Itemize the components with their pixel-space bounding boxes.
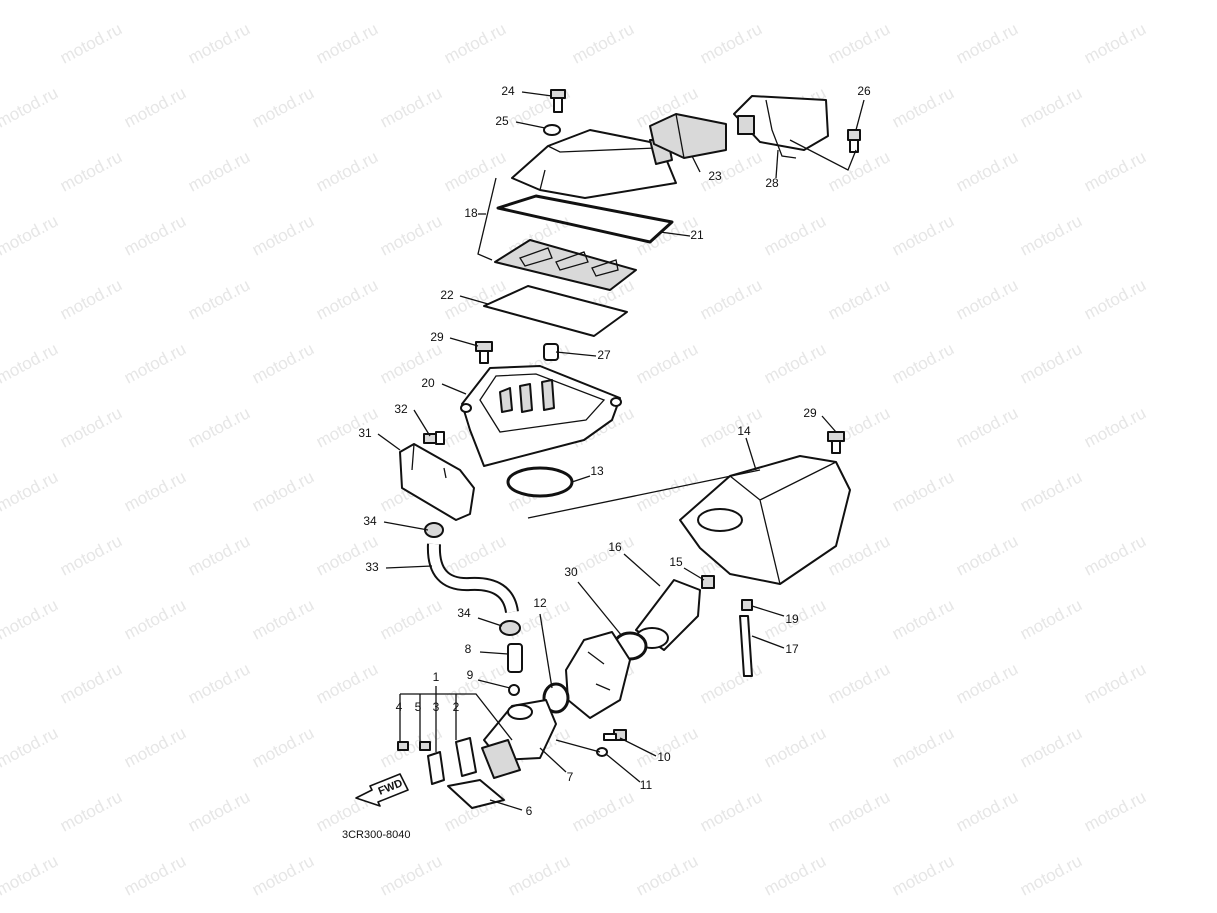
callout-c4: 4 <box>396 700 403 714</box>
part-23-intake-duct <box>649 113 727 159</box>
callout-c31: 31 <box>358 426 372 440</box>
part-4-screw <box>397 741 409 751</box>
part-29-bolt-right <box>827 431 845 454</box>
part-26-bolt <box>847 129 861 153</box>
drawing-code: 3CR300-8040 <box>342 829 411 841</box>
part-32-bolt <box>423 431 445 445</box>
part-27-grommet <box>543 343 559 361</box>
part-11-washer <box>596 747 608 757</box>
part-13-joint-ring <box>506 466 574 498</box>
callout-c29b: 29 <box>803 406 817 420</box>
part-33-hose-inner <box>428 543 517 614</box>
callout-c3: 3 <box>433 700 440 714</box>
callout-c34a: 34 <box>363 514 377 528</box>
callout-c5: 5 <box>415 700 422 714</box>
callout-c14: 14 <box>737 424 751 438</box>
part-22-element <box>483 285 628 337</box>
callout-c13: 13 <box>590 464 604 478</box>
part-9-clip <box>508 684 520 696</box>
callout-c29a: 29 <box>430 330 444 344</box>
callout-c27: 27 <box>597 348 611 362</box>
callout-c34b: 34 <box>457 606 471 620</box>
callout-c10: 10 <box>657 750 671 764</box>
callout-c26: 26 <box>857 84 871 98</box>
callout-c22: 22 <box>440 288 454 302</box>
callout-c17: 17 <box>785 642 799 656</box>
callout-c15: 15 <box>669 555 683 569</box>
leader-lines <box>377 91 865 811</box>
part-14-intake-joint-box <box>679 455 851 585</box>
callout-c11: 11 <box>640 778 653 792</box>
carburetor-assembly <box>565 631 631 719</box>
callout-c28: 28 <box>765 176 779 190</box>
fwd-arrow-icon <box>355 773 409 807</box>
callout-c16: 16 <box>608 540 622 554</box>
callout-c12: 12 <box>533 596 547 610</box>
callout-c18: 18 <box>464 206 478 220</box>
callout-c25: 25 <box>495 114 509 128</box>
part-17-drain-hose <box>739 615 753 677</box>
callout-c20: 20 <box>421 376 435 390</box>
part-1-reed-valve-block <box>481 739 521 779</box>
callout-c9: 9 <box>467 668 474 682</box>
part-29-bolt-left <box>475 341 493 364</box>
forward-direction-marker: FWD <box>355 773 409 807</box>
part-6-gasket <box>447 779 505 809</box>
part-10-bolt <box>603 729 627 741</box>
part-19-plug <box>741 599 753 611</box>
part-8-nipple <box>507 643 523 673</box>
callout-c23: 23 <box>708 169 722 183</box>
part-3-reed-stopper <box>427 751 445 785</box>
callout-c21: 21 <box>690 228 704 242</box>
part-25-washer <box>543 124 561 136</box>
part-28-intake-silencer <box>733 95 829 159</box>
callout-c2: 2 <box>453 700 460 714</box>
callout-c8: 8 <box>465 642 472 656</box>
callout-c7: 7 <box>567 770 574 784</box>
callout-c6: 6 <box>526 804 533 818</box>
part-5-washer <box>419 741 431 751</box>
part-31-drain-tank <box>399 443 475 521</box>
callout-c19: 19 <box>785 612 799 626</box>
callout-c30: 30 <box>564 565 578 579</box>
part-18-air-cleaner-cover <box>511 129 677 199</box>
part-21-gasket <box>496 194 674 244</box>
part-18-element-frame <box>494 239 637 291</box>
part-20-air-cleaner-case <box>460 365 622 467</box>
callout-c1: 1 <box>433 670 440 684</box>
part-12-clamp <box>542 682 570 714</box>
callout-c32: 32 <box>394 402 408 416</box>
callout-c33: 33 <box>365 560 379 574</box>
part-2-reed <box>455 737 477 777</box>
part-34-clamp-lower <box>499 620 521 636</box>
callout-c24: 24 <box>501 84 515 98</box>
part-24-bolt <box>550 89 566 113</box>
part-15-bolt <box>701 575 715 589</box>
